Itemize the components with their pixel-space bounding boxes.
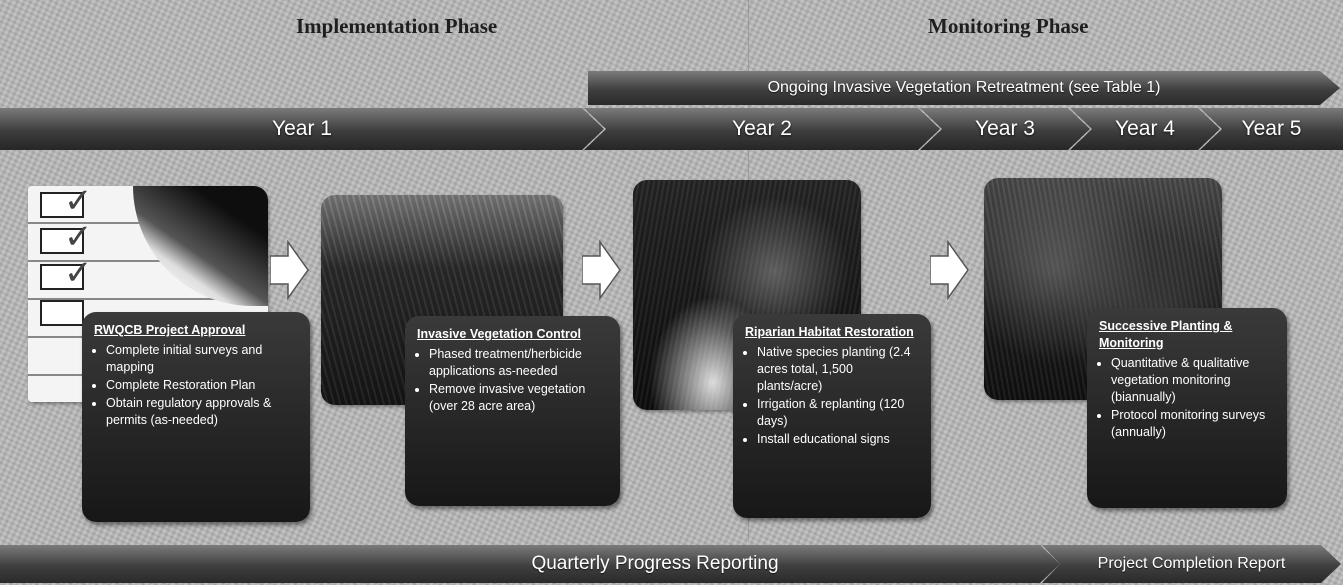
step-bullets: Phased treatment/herbicide applications … bbox=[417, 346, 608, 415]
step-title: RWQCB Project Approval bbox=[94, 323, 246, 337]
year-2-label: Year 2 bbox=[732, 117, 792, 140]
step-bullet: Obtain regulatory approvals & permits (a… bbox=[106, 395, 298, 429]
checkbox-icon bbox=[40, 192, 84, 218]
quarterly-reporting-label: Quarterly Progress Reporting bbox=[531, 553, 779, 574]
flow-arrow-icon bbox=[930, 240, 969, 300]
flow-arrow-icon bbox=[270, 240, 309, 300]
step-card-planting-monitoring: Successive Planting & Monitoring Quantit… bbox=[1087, 308, 1287, 508]
step-bullets: Quantitative & qualitative vegetation mo… bbox=[1099, 355, 1275, 441]
checkmark-icon: ✓ bbox=[64, 254, 93, 292]
checkbox-icon bbox=[40, 300, 84, 326]
step-bullet: Complete initial surveys and mapping bbox=[106, 342, 298, 376]
checkmark-icon: ✓ bbox=[64, 218, 93, 256]
quarterly-reporting-band: Quarterly Progress Reporting bbox=[0, 545, 1060, 583]
monitoring-phase-title: Monitoring Phase bbox=[928, 14, 1089, 38]
implementation-phase-title: Implementation Phase bbox=[296, 14, 498, 38]
step-bullet: Remove invasive vegetation (over 28 acre… bbox=[429, 381, 608, 415]
checkbox-icon bbox=[40, 264, 84, 290]
step-card-habitat-restoration: Riparian Habitat Restoration Native spec… bbox=[733, 314, 931, 518]
step-title: Riparian Habitat Restoration bbox=[745, 325, 914, 339]
step-bullet: Install educational signs bbox=[757, 431, 919, 448]
year-5-chevron: Year 5 bbox=[1200, 108, 1343, 150]
step-bullet: Native species planting (2.4 acres total… bbox=[757, 344, 919, 395]
retreatment-band-label: Ongoing Invasive Vegetation Retreatment … bbox=[767, 79, 1161, 96]
step-bullets: Complete initial surveys and mapping Com… bbox=[94, 342, 298, 429]
year-4-label: Year 4 bbox=[1115, 117, 1175, 140]
year-2-chevron: Year 2 bbox=[584, 108, 940, 150]
step-bullet: Irrigation & replanting (120 days) bbox=[757, 396, 919, 430]
year-5-label: Year 5 bbox=[1241, 117, 1302, 140]
step-bullet: Phased treatment/herbicide applications … bbox=[429, 346, 608, 380]
retreatment-band: Ongoing Invasive Vegetation Retreatment … bbox=[588, 71, 1340, 105]
year-3-chevron: Year 3 bbox=[920, 108, 1090, 150]
step-card-project-approval: RWQCB Project Approval Complete initial … bbox=[82, 312, 310, 522]
step-title: Invasive Vegetation Control bbox=[417, 327, 581, 341]
step-bullet: Quantitative & qualitative vegetation mo… bbox=[1111, 355, 1275, 406]
step-bullet: Protocol monitoring surveys (annually) bbox=[1111, 407, 1275, 441]
year-1-label: Year 1 bbox=[272, 117, 332, 140]
step-title: Successive Planting & Monitoring bbox=[1099, 319, 1233, 350]
checkmark-icon: ✓ bbox=[64, 186, 93, 220]
checkbox-icon bbox=[40, 228, 84, 254]
step-card-vegetation-control: Invasive Vegetation Control Phased treat… bbox=[405, 316, 620, 506]
step-bullets: Native species planting (2.4 acres total… bbox=[745, 344, 919, 448]
year-3-label: Year 3 bbox=[975, 117, 1035, 140]
flow-arrow-icon bbox=[582, 240, 621, 300]
completion-report-band: Project Completion Report bbox=[1042, 545, 1341, 583]
year-4-chevron: Year 4 bbox=[1070, 108, 1220, 150]
year-1-chevron: Year 1 bbox=[0, 108, 604, 150]
step-bullet: Complete Restoration Plan bbox=[106, 377, 298, 394]
completion-report-label: Project Completion Report bbox=[1097, 555, 1286, 572]
